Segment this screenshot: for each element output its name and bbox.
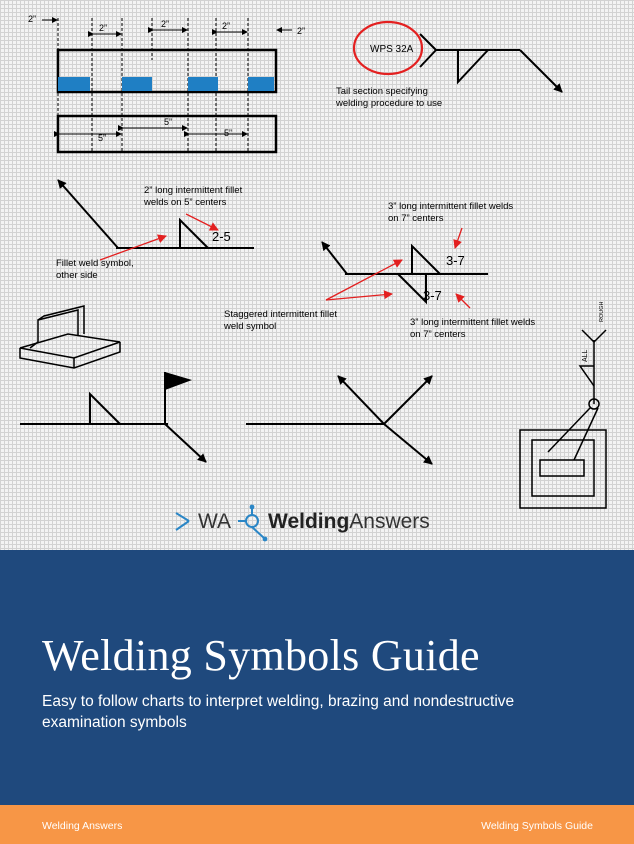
tail-note-line-2: welding procedure to use xyxy=(335,98,442,109)
staggered-label-line-2: weld symbol xyxy=(223,321,276,332)
footer-right-text: Welding Symbols Guide xyxy=(481,820,593,832)
dim-top-c: 2” xyxy=(222,21,230,31)
welding-symbols-drawing: 2” 2” 2” 2” 2” 5” 5” 5” WPS 32A Tail sec… xyxy=(19,14,607,542)
staggered-bottom-value: 3-7 xyxy=(423,288,442,303)
footer-bar: Welding Answers Welding Symbols Guide xyxy=(0,805,634,844)
svg-text:WeldingAnswers: WeldingAnswers xyxy=(268,510,430,533)
intermittent-fillet-symbol: 2” long intermittent fillet welds on 5” … xyxy=(56,179,254,281)
welding-answers-logo: WA WeldingAnswers xyxy=(175,504,430,542)
staggered-top-note-line-2: on 7” centers xyxy=(388,213,444,224)
dim-top-outer-left: 2” xyxy=(28,14,36,24)
dim-top-a: 2” xyxy=(99,23,107,33)
wps-label: WPS 32A xyxy=(370,44,414,55)
fillet-other-side-line-2: other side xyxy=(56,270,98,281)
logo-brand-bold: Welding xyxy=(268,510,349,533)
weld-all-around-symbol xyxy=(246,375,433,465)
dim-bottom-c: 5” xyxy=(224,128,232,138)
staggered-bottom-note-line-2: on 7” centers xyxy=(410,329,466,340)
wps-tail-symbol: WPS 32A Tail section specifying welding … xyxy=(335,20,563,109)
title-band xyxy=(0,550,634,805)
tail-note-line-1: Tail section specifying xyxy=(336,86,428,97)
staggered-intermittent-symbol: 3” long intermittent fillet welds on 7” … xyxy=(223,201,535,340)
logo-mark: WA xyxy=(198,510,231,533)
rough-all-around-symbol: ROUGH ALL xyxy=(519,302,607,509)
staggered-bottom-note-line-1: 3” long intermittent fillet welds xyxy=(410,317,535,328)
dim-top-b: 2” xyxy=(161,19,169,29)
page-subtitle: Easy to follow charts to interpret weldi… xyxy=(42,693,515,731)
t-joint-sketch xyxy=(19,305,121,369)
dim-top-outer-right: 2” xyxy=(297,26,305,36)
logo-brand-light: Answers xyxy=(349,510,430,533)
intermittent-value: 2-5 xyxy=(212,229,231,244)
intermittent-note-line-2: welds on 5” centers xyxy=(143,197,227,208)
side-label-rough: ROUGH xyxy=(599,302,605,323)
intermittent-note-line-1: 2” long intermittent fillet xyxy=(144,185,243,196)
field-weld-flag-symbol xyxy=(20,372,207,463)
dim-bottom-a: 5” xyxy=(98,133,106,143)
staggered-top-note-line-1: 3” long intermittent fillet welds xyxy=(388,201,513,212)
staggered-label-line-1: Staggered intermittent fillet xyxy=(224,309,337,320)
wa-logo-icon xyxy=(175,509,265,539)
page-title: Welding Symbols Guide xyxy=(42,631,480,680)
footer-left-text: Welding Answers xyxy=(42,820,123,832)
fillet-other-side-line-1: Fillet weld symbol, xyxy=(56,258,134,269)
staggered-top-value: 3-7 xyxy=(446,253,465,268)
intermittent-weld-plate-drawing: 2” 2” 2” 2” 2” 5” 5” 5” xyxy=(28,14,305,154)
dim-bottom-b: 5” xyxy=(164,117,172,127)
side-label-all: ALL xyxy=(582,349,589,362)
